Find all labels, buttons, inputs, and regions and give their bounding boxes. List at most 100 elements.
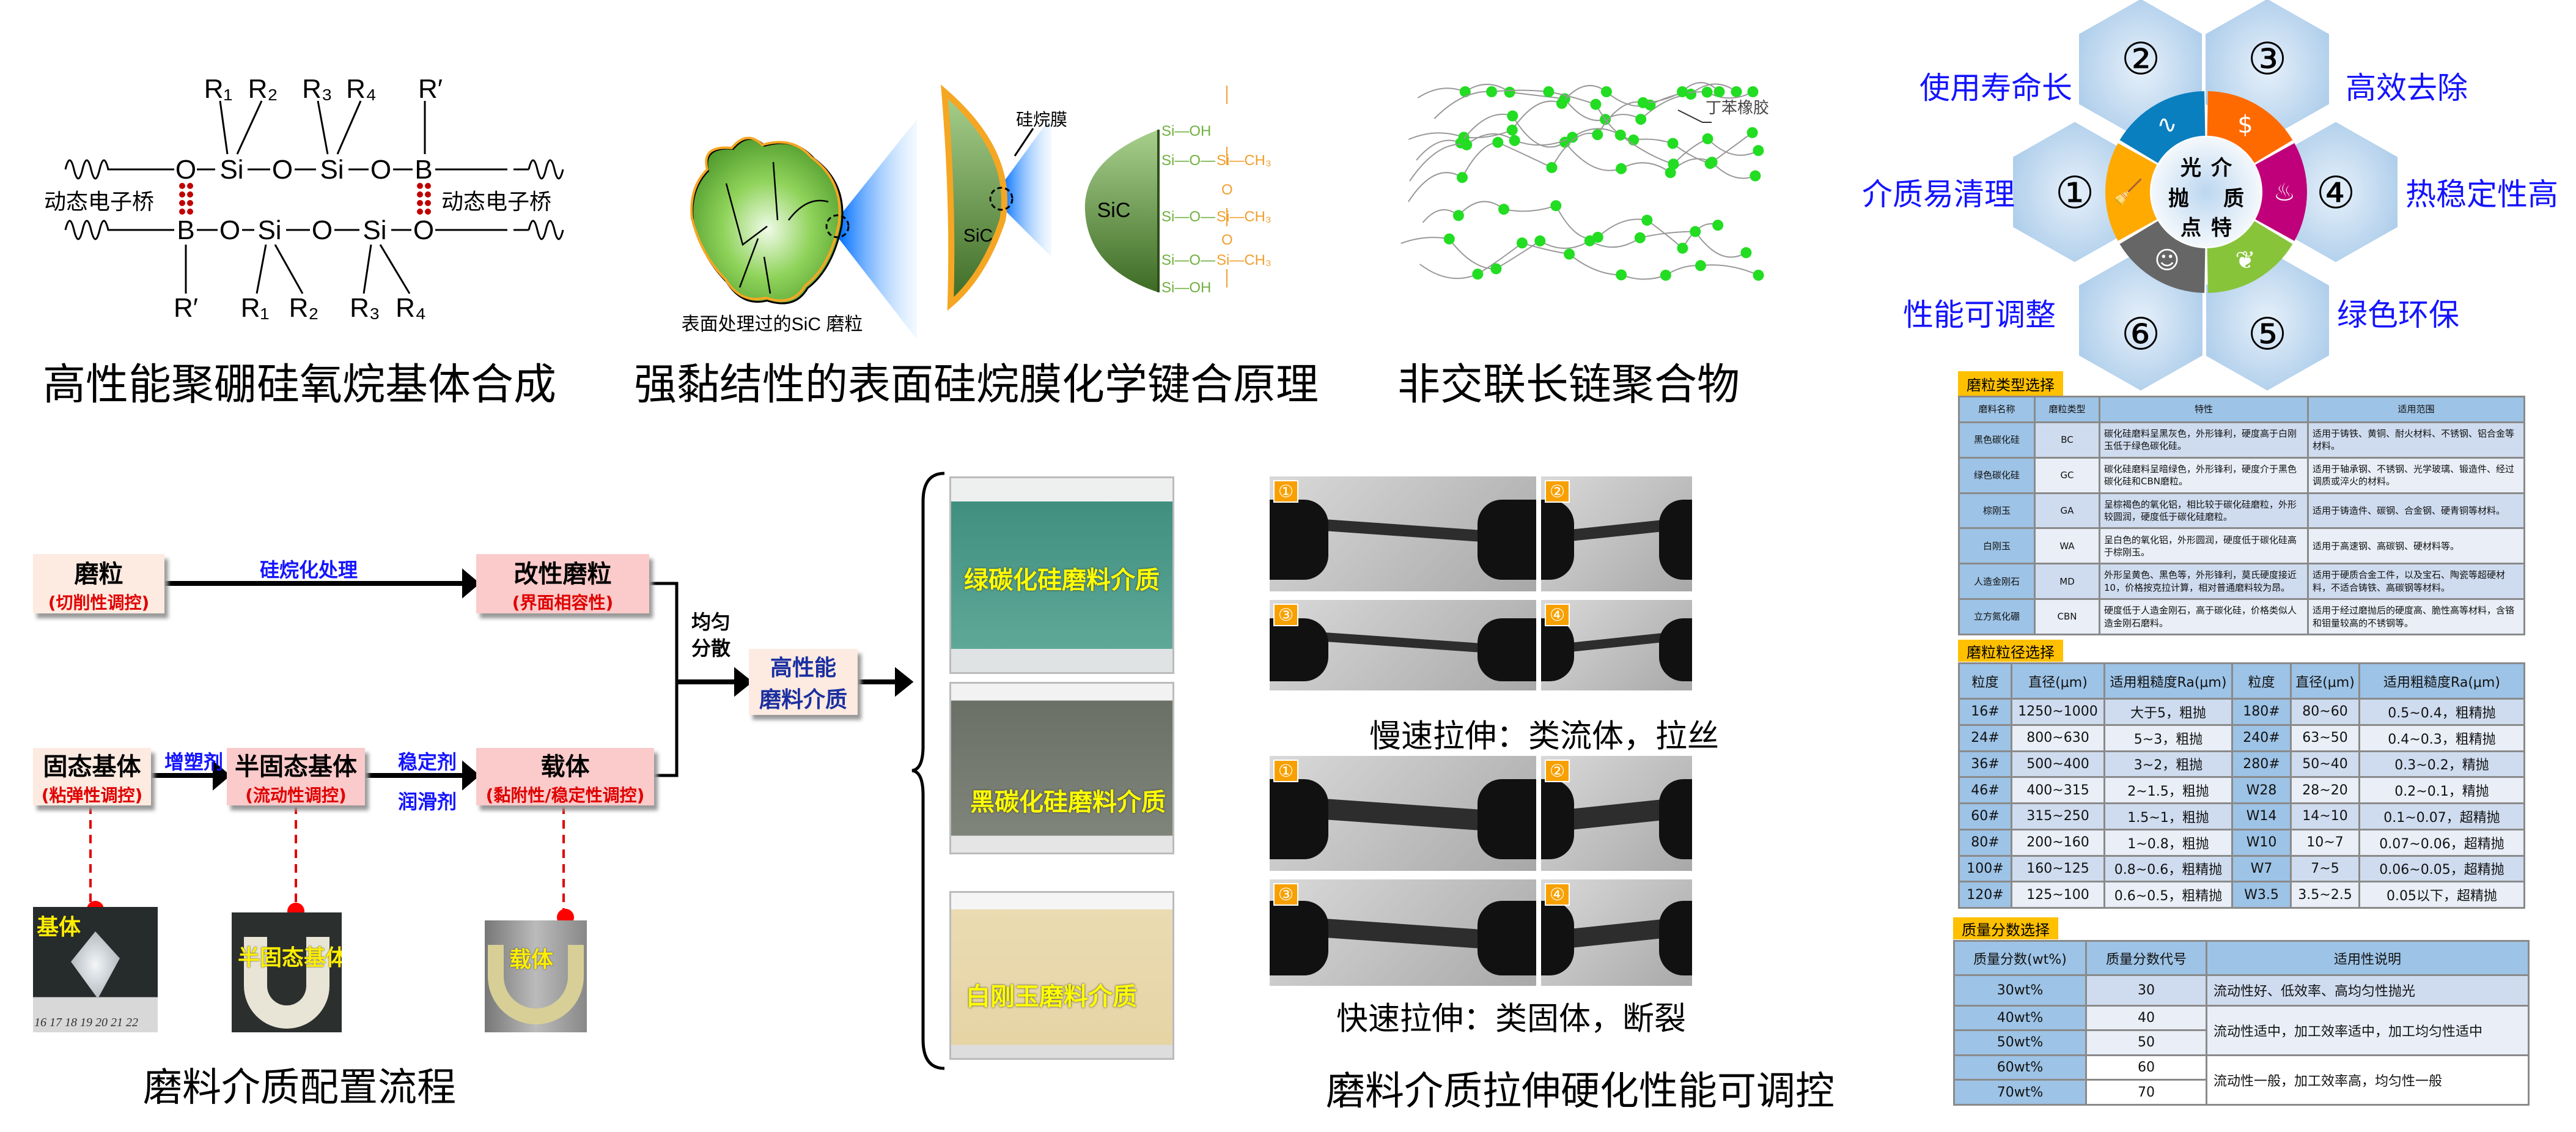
chain-segment-dot [1550, 200, 1562, 212]
step-number: ② [1545, 480, 1570, 503]
feature-label-high-removal: 高效去除 [2346, 70, 2468, 106]
wavy-chain-end [513, 220, 564, 240]
header-cell: 直径(μm) [2290, 662, 2360, 700]
atom: O [370, 155, 391, 185]
table-cell: 46# [1958, 776, 2012, 804]
atom: O [272, 155, 293, 185]
feature-ring-segment [2119, 91, 2206, 163]
chain-segment-dot [1584, 235, 1595, 246]
treated-particle-label: 表面处理过的SiC 磨粒 [682, 314, 863, 335]
sbr-label: 丁苯橡胶 [1706, 99, 1769, 117]
table-cell: 绿色碳化硅 [1958, 456, 2036, 494]
chain-segment-dot [1498, 204, 1510, 215]
table-cell: 0.05以下，超精抛 [2358, 881, 2525, 909]
media-label-green-sic: 绿碳化硅磨料介质 [964, 566, 1160, 594]
chain-segment-dot [1600, 86, 1612, 97]
chain-segment-dot [1685, 89, 1697, 100]
silanization-label: 硅烷化处理 [259, 558, 358, 582]
disperse-label: 均匀 [691, 610, 731, 634]
table-row: 70wt%70 [1953, 1079, 2529, 1106]
table-cell: 24# [1958, 723, 2012, 752]
silane-bonding-diagram: SiC 硅烷膜 SiC Si—OH Si—O— Si—O— Si—O— Si—O… [682, 84, 1271, 339]
silanol-group: Si—OH [1161, 279, 1211, 296]
table-cell: W3.5 [2231, 881, 2292, 909]
silanol-group: Si—OH [1161, 123, 1211, 139]
wavy-chain-end [64, 159, 123, 180]
table-cell: 流动性适中，加工效率适中，加工均匀性适中 [2206, 1004, 2530, 1056]
chain-segment-dot [1472, 268, 1484, 280]
feature-label-green: 绿色环保 [2337, 297, 2459, 333]
atom: O [175, 155, 196, 185]
chain-segment-dot [1616, 269, 1627, 281]
atom: B [177, 215, 194, 245]
table-cell: 适用于铸铁、黄铜、耐火材料、不锈钢、铝合金等材料。 [2307, 421, 2525, 459]
feature-number: ⑥ [2121, 308, 2161, 360]
jar-black-sic [949, 682, 1174, 854]
chain-segment-dot [1506, 124, 1518, 136]
glove [1478, 900, 1536, 975]
chain-segment-dot [1665, 167, 1676, 179]
table-cell: WA [2034, 527, 2100, 565]
oxygen-atom: O [1221, 232, 1233, 248]
header-cell: 适用粗糙度Ra(μm) [2358, 662, 2525, 700]
methylsilyl-group: Si—CH₃ [1216, 209, 1271, 225]
table-cell: 适用于经过磨抛后的硬度高、脆性高等材料，含铬和钼量较高的不锈钢等。 [2307, 598, 2525, 635]
slow-stretch-caption: 慢速拉伸：类流体，拉丝 [1369, 718, 1720, 755]
step-number: ① [1273, 760, 1299, 782]
glove [1270, 900, 1328, 975]
fast-stretch-photo: ② [1541, 756, 1692, 871]
atom: O [312, 215, 333, 245]
table-cell: 0.8~0.6，粗精抛 [2103, 854, 2233, 883]
table-cell: 70wt% [1953, 1079, 2087, 1106]
table-cell: 63~50 [2290, 723, 2360, 752]
table-cell: W10 [2231, 828, 2292, 857]
table-cell: 流动性一般，加工效率高，均匀性一般 [2206, 1054, 2530, 1106]
table-cell: 棕刚玉 [1958, 492, 2036, 530]
table-cell: 立方氮化硼 [1958, 598, 2036, 635]
table-cell: 50~40 [2290, 750, 2360, 779]
table-cell: 500~400 [2011, 750, 2105, 779]
table-cell: GA [2034, 492, 2100, 530]
polymer-chains: 丁苯橡胶 [1400, 82, 1769, 281]
glove [1658, 900, 1692, 975]
table-cell: 30 [2085, 974, 2207, 1007]
feature-number: ① [2055, 167, 2095, 218]
chain-segment-dot [1592, 129, 1603, 141]
chain-segment-dot [1567, 131, 1578, 143]
process-title: 磨料介质配置流程 [143, 1065, 456, 1111]
photo-carrier: 载体 [485, 920, 587, 1032]
table-cell: 240# [2231, 723, 2292, 752]
ruler-numbers: 16 17 18 19 20 21 22 [34, 1016, 138, 1029]
substituent: R₁ [241, 293, 270, 323]
table-cell: 60wt% [1953, 1054, 2087, 1081]
atom: B [414, 155, 432, 185]
chain-segment-dot [1516, 237, 1528, 249]
feature-center [2151, 137, 2261, 247]
chain-segment-dot [1753, 270, 1764, 281]
chain-segment-dot [1543, 86, 1555, 97]
table-cell: BC [2034, 421, 2100, 459]
glove [1541, 618, 1575, 682]
step-number: ① [1273, 480, 1299, 503]
table-type-tag: 磨粒类型选择 [1958, 371, 2063, 396]
chain-segment-dot [1564, 248, 1575, 260]
header-cell: 质量分数(wt%) [1953, 940, 2087, 976]
chain-segment-dot [1492, 136, 1504, 148]
feature-label-adjustable: 性能可调整 [1903, 297, 2056, 333]
box-modified-grain: 改性磨粒(界面相容性) [476, 554, 649, 613]
table-cell: 80# [1958, 828, 2012, 857]
step-number: ④ [1545, 883, 1570, 906]
table-cell: W14 [2231, 802, 2292, 831]
chain-segment-dot [1556, 98, 1567, 109]
chain-segment-dot [1504, 86, 1515, 98]
chain-segment-dot [1635, 114, 1647, 125]
chain-segment-dot [1457, 172, 1468, 183]
polyborosiloxane-structure: O Si O Si O B B O Si O Si O R₁ R₂ R₃ R₄ … [44, 74, 564, 323]
silane-film-label: 硅烷膜 [1016, 110, 1067, 129]
